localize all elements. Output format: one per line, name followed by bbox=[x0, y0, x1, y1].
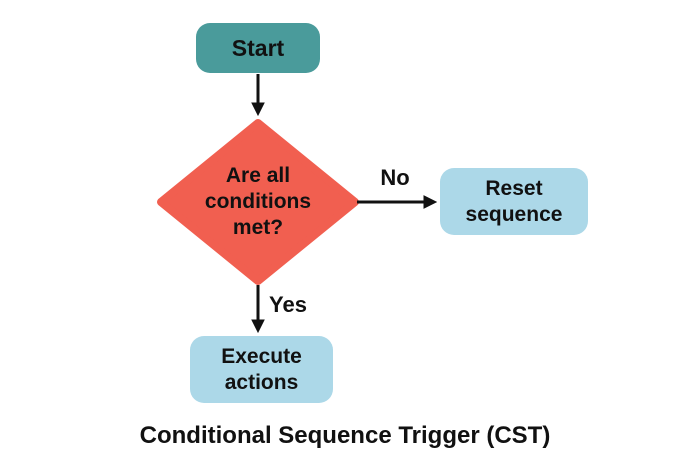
execute-node-label: Execute actions bbox=[221, 344, 302, 394]
reset-sequence-node: Reset sequence bbox=[440, 168, 588, 235]
decision-node-label: Are all conditions met? bbox=[183, 163, 333, 241]
execute-actions-node: Execute actions bbox=[190, 336, 333, 403]
decision-node-shape bbox=[157, 119, 359, 285]
edge-label-no: No bbox=[380, 165, 410, 190]
reset-node-label: Reset sequence bbox=[465, 176, 563, 226]
diagram-caption: Conditional Sequence Trigger (CST) bbox=[139, 422, 551, 449]
decision-node-text: Are all conditions met? bbox=[204, 164, 312, 239]
start-node-label: Start bbox=[231, 35, 285, 61]
start-node: Start bbox=[196, 23, 320, 73]
edge-label-yes: Yes bbox=[269, 292, 307, 317]
